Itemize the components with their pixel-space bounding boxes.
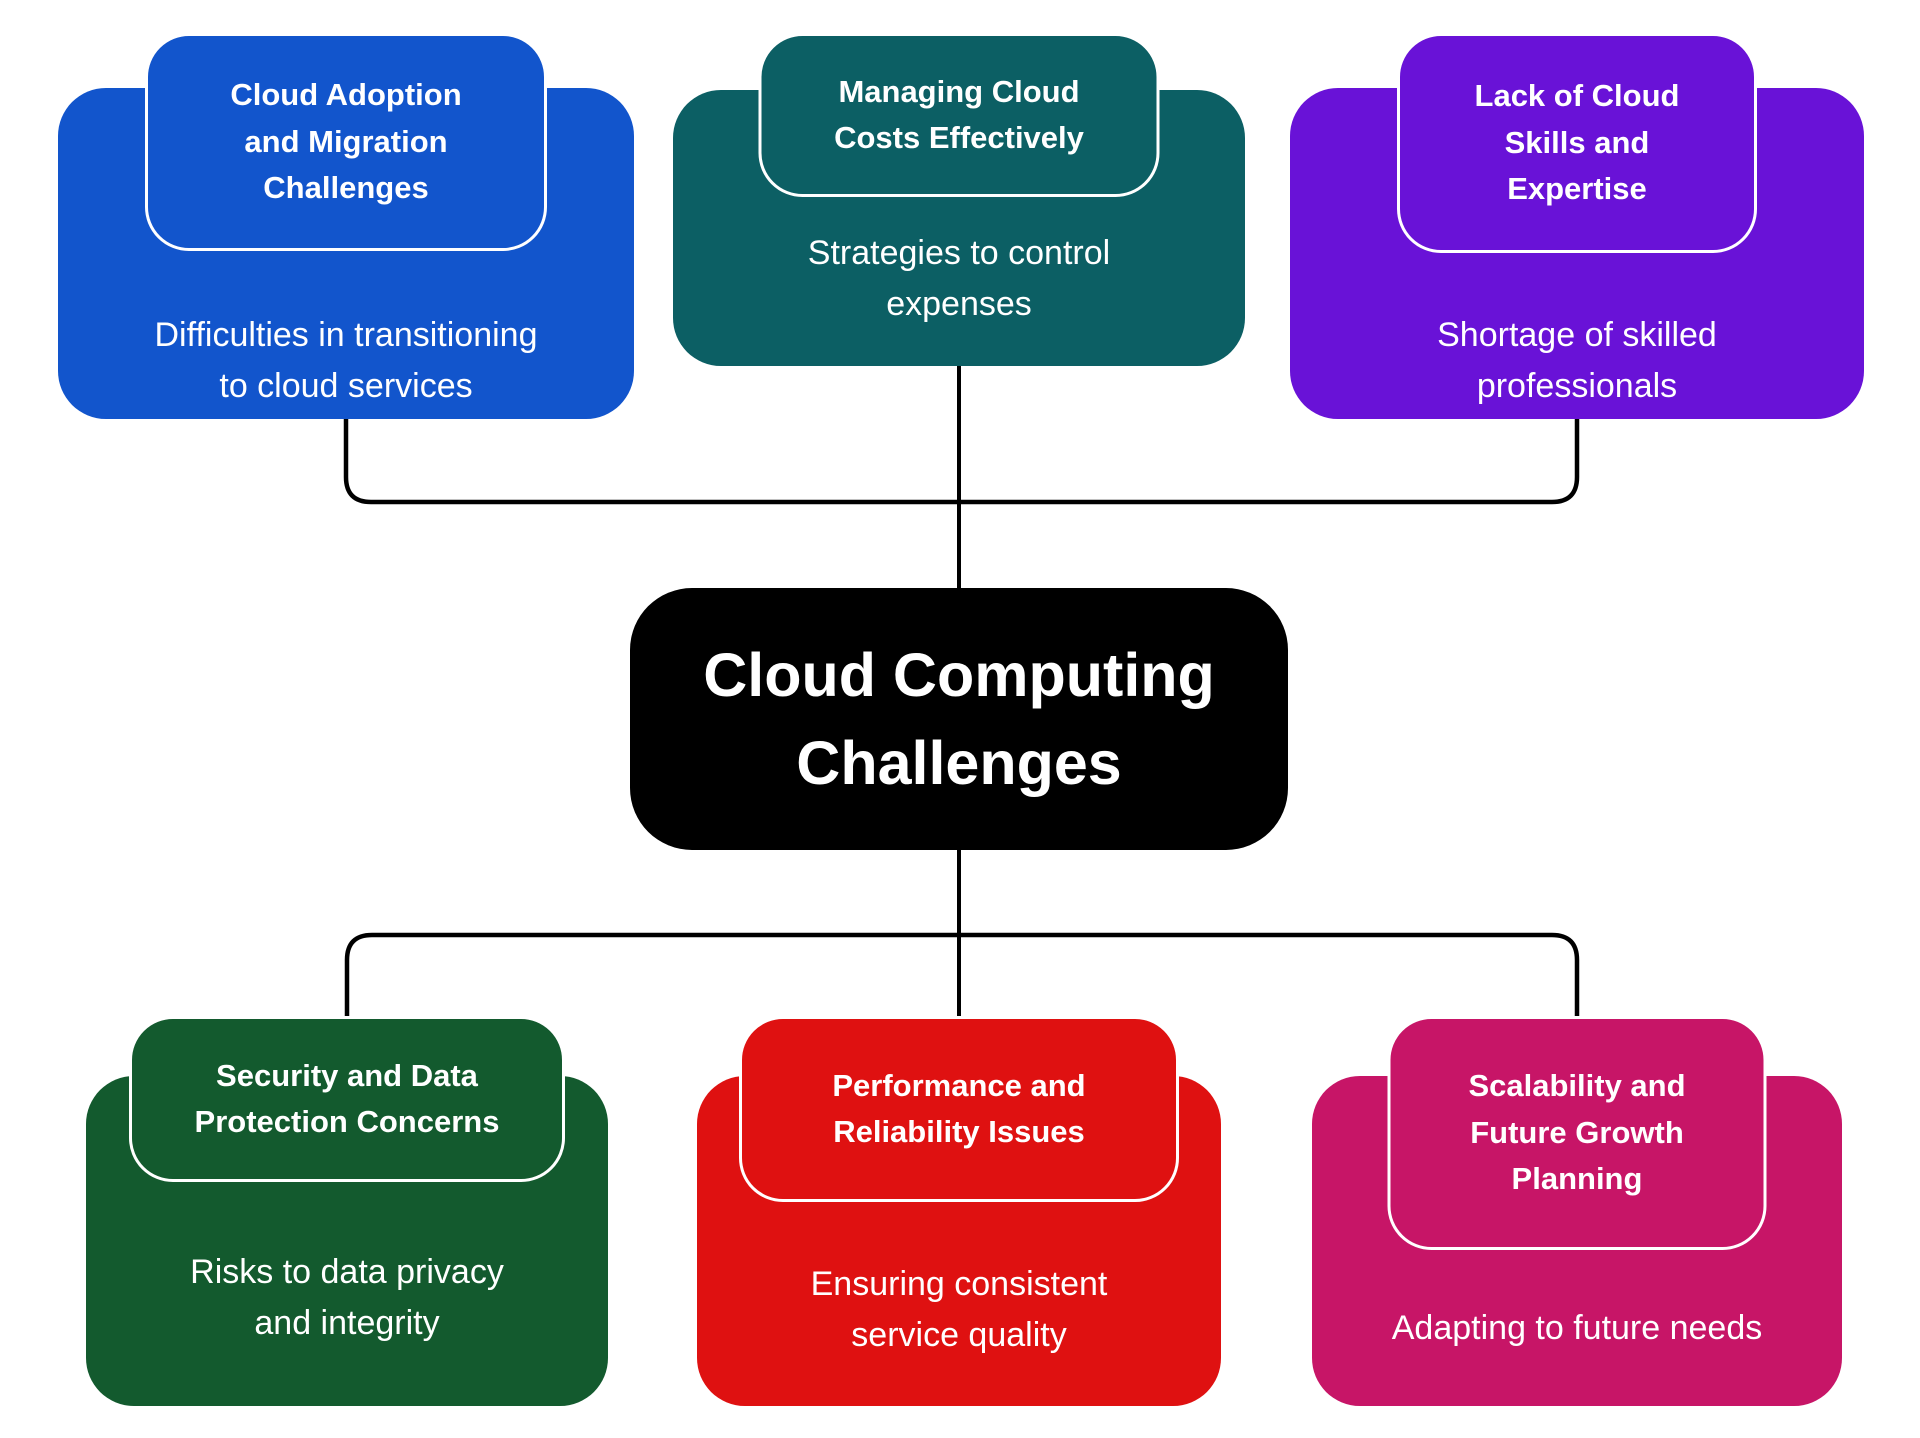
root-node-cloud-computing-challenges: Cloud Computing Challenges [630, 588, 1288, 850]
branch-scalability: Scalability and Future Growth Planning A… [1312, 1016, 1842, 1406]
branch-scalability-title-pill: Scalability and Future Growth Planning [1387, 1016, 1767, 1250]
branch-title: Managing Cloud Costs Effectively [834, 73, 1084, 156]
branch-cloud-costs: Managing Cloud Costs Effectively Strateg… [673, 33, 1245, 366]
branch-cloud-skills: Lack of Cloud Skills and Expertise Short… [1290, 33, 1864, 419]
bottom-bracket-connector [344, 932, 1580, 1018]
branch-title: Performance and Reliability Issues [832, 1067, 1086, 1150]
root-label: Cloud Computing Challenges [703, 640, 1215, 797]
branch-body: Risks to data privacy and integrity [190, 1253, 504, 1342]
branch-cloud-adoption: Cloud Adoption and Migration Challenges … [58, 33, 634, 419]
branch-title: Lack of Cloud Skills and Expertise [1474, 78, 1680, 207]
branch-title: Cloud Adoption and Migration Challenges [230, 77, 462, 206]
branch-body: Shortage of skilled professionals [1437, 316, 1717, 405]
branch-security: Security and Data Protection Concerns Ri… [86, 1016, 608, 1406]
branch-performance: Performance and Reliability Issues Ensur… [697, 1016, 1221, 1406]
branch-body: Difficulties in transitioning to cloud s… [154, 316, 538, 405]
top-bracket-connector [343, 417, 1580, 505]
branch-performance-title-pill: Performance and Reliability Issues [739, 1016, 1179, 1202]
branch-cloud-skills-title-pill: Lack of Cloud Skills and Expertise [1397, 33, 1757, 253]
branch-cloud-adoption-title-pill: Cloud Adoption and Migration Challenges [145, 33, 547, 251]
branch-cloud-costs-title-pill: Managing Cloud Costs Effectively [758, 33, 1160, 197]
branch-title: Security and Data Protection Concerns [194, 1057, 500, 1140]
branch-title: Scalability and Future Growth Planning [1468, 1068, 1686, 1197]
branch-body: Strategies to control expenses [807, 234, 1111, 323]
branch-body: Adapting to future needs [1391, 1309, 1763, 1347]
branch-security-title-pill: Security and Data Protection Concerns [129, 1016, 565, 1182]
branch-body: Ensuring consistent service quality [810, 1265, 1108, 1354]
